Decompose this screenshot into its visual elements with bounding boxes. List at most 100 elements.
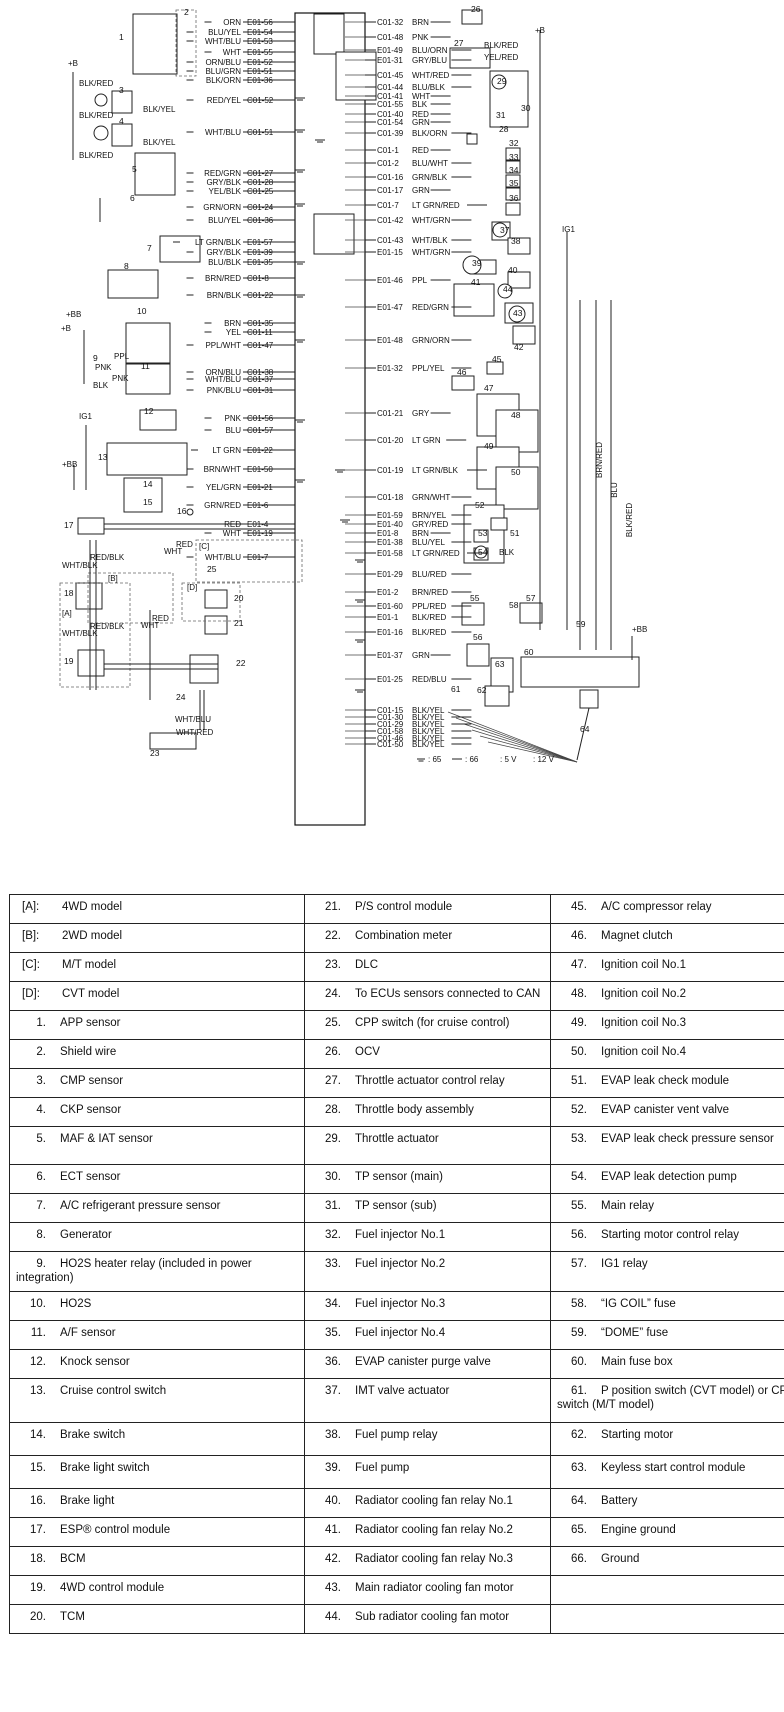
component-number-label: 27 — [454, 38, 464, 48]
legend-key: 30. — [325, 1171, 341, 1183]
purge-valve-box — [505, 202, 521, 216]
legend-key: 24. — [325, 988, 341, 1000]
component-number-label: 59 — [576, 619, 586, 629]
wire-label: IG1 — [562, 225, 575, 234]
legend-cell: 54.EVAP leak detection pump — [550, 1164, 784, 1194]
right-pin-number: C01-20 — [377, 436, 404, 445]
legend-cell: [B]:2WD model — [9, 923, 305, 953]
legend-description: “IG COIL” fuse — [601, 1298, 676, 1310]
plus-b-label: +B — [68, 59, 78, 68]
legend-cell: 48.Ignition coil No.2 — [550, 981, 784, 1011]
legend-cell: 63.Keyless start control module — [550, 1455, 784, 1489]
legend-description: Main radiator cooling fan motor — [355, 1582, 514, 1594]
legend-cell: 1.APP sensor — [9, 1010, 305, 1040]
right-pin-wire-label: BLK/YEL — [412, 727, 445, 736]
legend-description: OCV — [355, 1046, 380, 1058]
wire-label: BLK/RED — [79, 151, 113, 160]
legend-cell: 8.Generator — [9, 1222, 305, 1252]
right-pin-wire-label: GRN — [412, 186, 430, 195]
legend-description: Cruise control switch — [60, 1385, 167, 1397]
legend-cell: 22.Combination meter — [304, 923, 551, 953]
legend-description: 4WD model — [62, 901, 123, 913]
right-pin-wire-label: BLU/ORN — [412, 46, 448, 55]
wire-label: RED/BLK — [90, 622, 125, 631]
right-pin-wire-label: BLK/YEL — [412, 734, 445, 743]
legend-key: 38. — [325, 1429, 341, 1441]
right-pin-wire-label: GRY/RED — [412, 520, 449, 529]
right-pin-wire-label: RED — [412, 146, 429, 155]
ckp-icon — [93, 125, 109, 141]
dlc-box — [149, 732, 197, 750]
wire-label: RED — [176, 540, 193, 549]
ground-wire — [479, 735, 578, 763]
legend-cell: 44.Sub radiator cooling fan motor — [304, 1604, 551, 1634]
legend-key: 27. — [325, 1075, 341, 1087]
model-tag-mt: [C] — [199, 542, 209, 551]
right-pin-number: C01-45 — [377, 71, 404, 80]
legend-cell: 52.EVAP canister vent valve — [550, 1097, 784, 1127]
left-pin-wire-label: WHT/BLU — [205, 375, 241, 384]
left-pin-wire-label: ORN/BLU — [205, 368, 241, 377]
left-pin-wire-label: ORN/BLU — [205, 58, 241, 67]
legend-key: [A]: — [22, 901, 40, 913]
legend-cell: 39.Fuel pump — [304, 1455, 551, 1489]
component-number-label: 28 — [499, 124, 509, 134]
legend-description: Ignition coil No.1 — [601, 959, 687, 971]
component-number-label: 38 — [511, 236, 521, 246]
right-pin-wire-label: BLK/YEL — [412, 706, 445, 715]
legend-key: 7. — [36, 1200, 46, 1212]
component-number-label: 33 — [509, 152, 519, 162]
component-number-label: 12 — [144, 406, 154, 416]
left-pin-wire-label: BRN/BLK — [207, 291, 242, 300]
legend-cell: 21.P/S control module — [304, 894, 551, 924]
legend-description: Shield wire — [60, 1046, 117, 1058]
component-number-label: 58 — [509, 600, 519, 610]
legend-description: Brake light switch — [60, 1462, 150, 1474]
wire-label: WHT — [141, 621, 159, 630]
af-sensor-box — [125, 363, 171, 395]
legend-description: EVAP leak check pressure sensor — [601, 1133, 774, 1145]
legend-key: 44. — [325, 1611, 341, 1623]
vertical-wire-label: BLK/RED — [625, 503, 634, 537]
component-number-label: 46 — [457, 367, 467, 377]
legend-description: HO2S — [60, 1298, 92, 1310]
left-pin-wire-label: PNK — [225, 414, 242, 423]
tp-sub-box — [466, 133, 478, 145]
right-pin-number: C01-1 — [377, 146, 399, 155]
right-pin-wire-label: BLK/YEL — [412, 720, 445, 729]
legend-key: 49. — [571, 1017, 587, 1029]
right-pin-wire-label: WHT/BLK — [412, 236, 448, 245]
left-pin-wire-label: PNK/BLU — [207, 386, 241, 395]
legend-key: 54. — [571, 1171, 587, 1183]
right-pin-wire-label: LT GRN/BLK — [412, 466, 459, 475]
ig1-label: IG1 — [79, 412, 92, 421]
wire-label: WHT/BLK — [62, 629, 98, 638]
esp-module-box — [77, 517, 105, 535]
vertical-wire-label: BRN/RED — [595, 442, 604, 478]
right-pin-wire-label: BLU/YEL — [412, 538, 445, 547]
left-pin-wire-label: WHT/BLU — [205, 128, 241, 137]
legend-key: 21. — [325, 901, 341, 913]
component-number-label: 6 — [130, 193, 135, 203]
legend-description: ESP® control module — [60, 1524, 171, 1536]
legend-description: IMT valve actuator — [355, 1385, 450, 1397]
legend-description: Ignition coil No.2 — [601, 988, 687, 1000]
right-pin-wire-label: PPL/YEL — [412, 364, 445, 373]
wire-label: WHT/RED — [176, 728, 214, 737]
right-pin-number: E01-37 — [377, 651, 403, 660]
right-pin-number: C01-46 — [377, 734, 404, 743]
legend-description: CMP sensor — [60, 1075, 124, 1087]
legend-description: TP sensor (main) — [355, 1171, 443, 1183]
component-number-label: 21 — [234, 618, 244, 628]
component-number-label: 14 — [143, 479, 153, 489]
legend-key: [D]: — [22, 988, 40, 1000]
component-number-label: 55 — [470, 593, 480, 603]
ig1-relay-box — [519, 602, 543, 624]
ocv-box — [461, 9, 483, 25]
main-fuse-box — [520, 656, 640, 688]
legend-cell: 15.Brake light switch — [9, 1455, 305, 1489]
legend-description: CKP sensor — [60, 1104, 122, 1116]
